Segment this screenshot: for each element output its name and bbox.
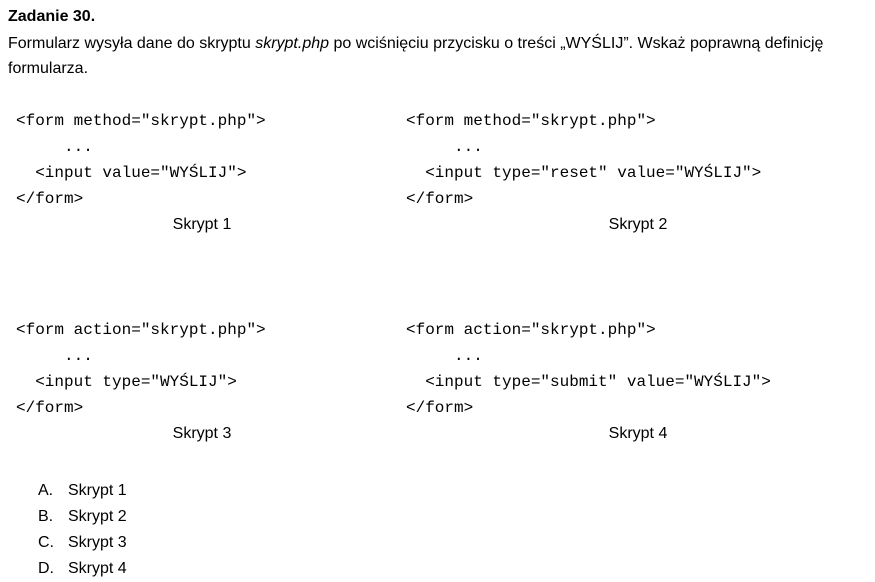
code-line: <form method="skrypt.php"> (406, 112, 656, 130)
caption-script-2: Skrypt 2 (608, 216, 668, 233)
answer-b[interactable]: B. Skrypt 2 (38, 504, 127, 530)
code-line: <input type="submit" value="WYŚLIJ"> (406, 373, 771, 391)
caption-script-3: Skrypt 3 (172, 425, 232, 442)
code-line: </form> (16, 190, 84, 208)
code-line: ... (406, 138, 483, 156)
code-line: </form> (406, 190, 474, 208)
code-block-4: <form action="skrypt.php"> ... <input ty… (406, 317, 771, 421)
caption-script-4: Skrypt 4 (608, 425, 668, 442)
code-line: <form action="skrypt.php"> (406, 321, 656, 339)
question-text: Formularz wysyła dane do skryptu skrypt.… (8, 31, 868, 81)
answer-letter: A. (38, 482, 54, 499)
code-line: ... (16, 347, 93, 365)
answer-text: Skrypt 3 (68, 534, 127, 551)
answer-letter: D. (38, 560, 54, 577)
code-block-3: <form action="skrypt.php"> ... <input ty… (16, 317, 266, 421)
code-line: ... (406, 347, 483, 365)
answer-d[interactable]: D. Skrypt 4 (38, 556, 127, 582)
answer-letter: B. (38, 508, 54, 525)
code-line: <input type="reset" value="WYŚLIJ"> (406, 164, 762, 182)
question-part-1: Formularz wysyła dane do skryptu (8, 35, 256, 52)
answer-options: A. Skrypt 1 B. Skrypt 2 C. Skrypt 3 D. Skryp… (38, 478, 127, 582)
question-script-name: skrypt.php (255, 35, 330, 52)
code-line: <form action="skrypt.php"> (16, 321, 266, 339)
question-part-2: po wciśnięciu przycisku o treści „WYŚLIJ… (8, 35, 824, 77)
code-line: ... (16, 138, 93, 156)
answer-letter: C. (38, 534, 54, 551)
code-line: <form method="skrypt.php"> (16, 112, 266, 130)
answer-text: Skrypt 1 (68, 482, 127, 499)
task-title: Zadanie 30. (8, 8, 96, 25)
answer-text: Skrypt 2 (68, 508, 127, 525)
answer-a[interactable]: A. Skrypt 1 (38, 478, 127, 504)
code-block-2: <form method="skrypt.php"> ... <input ty… (406, 108, 761, 212)
code-line: </form> (406, 399, 474, 417)
code-line: <input value="WYŚLIJ"> (16, 164, 247, 182)
code-line: </form> (16, 399, 84, 417)
code-block-1: <form method="skrypt.php"> ... <input va… (16, 108, 266, 212)
answer-c[interactable]: C. Skrypt 3 (38, 530, 127, 556)
code-line: <input type="WYŚLIJ"> (16, 373, 237, 391)
caption-script-1: Skrypt 1 (172, 216, 232, 233)
answer-text: Skrypt 4 (68, 560, 127, 577)
